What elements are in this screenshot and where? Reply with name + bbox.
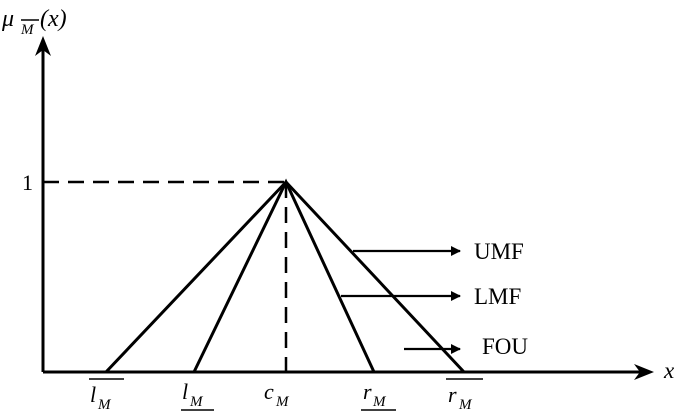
y-axis-argument: (x) <box>40 6 67 32</box>
y-axis-arrowhead <box>35 36 51 56</box>
lower-membership-function <box>192 178 376 373</box>
label-lmf: LMF <box>474 284 521 309</box>
tick-upper-left-symbol: l <box>90 382 96 407</box>
y-axis-symbol: μ <box>1 6 14 32</box>
tick-center-symbol: c <box>264 379 274 404</box>
label-fou: FOU <box>482 334 528 359</box>
y-tick-one: 1 <box>22 170 33 195</box>
tick-upper-right-symbol: r <box>448 382 457 407</box>
tick-lower-right-subscript: M <box>372 394 387 410</box>
tick-lower-left-subscript: M <box>189 394 204 410</box>
tick-lower-left-symbol: l <box>182 379 188 404</box>
tick-center-subscript: M <box>275 394 290 410</box>
x-axis-arrowhead <box>634 364 654 380</box>
tick-upper-left-subscript: M <box>97 397 112 413</box>
x-axis-label: x <box>663 358 675 383</box>
tick-lower-right-symbol: r <box>363 379 372 404</box>
label-umf: UMF <box>474 239 524 264</box>
tick-upper-right-subscript: M <box>458 397 473 413</box>
y-axis-subscript: M <box>20 22 35 38</box>
